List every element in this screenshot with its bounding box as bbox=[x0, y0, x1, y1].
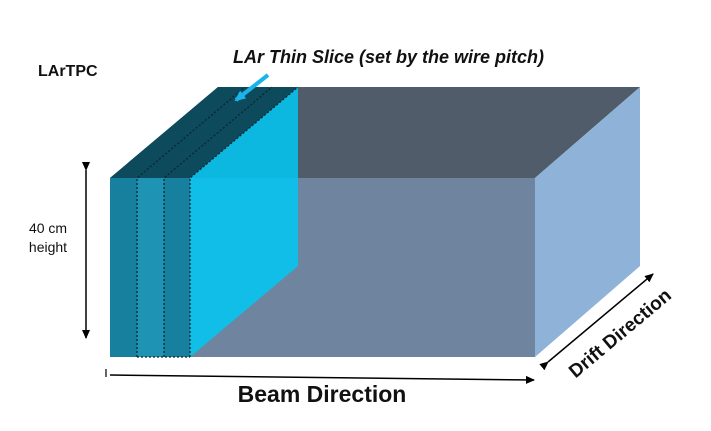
height-label-line2: height bbox=[29, 239, 67, 255]
beam-label: Beam Direction bbox=[238, 381, 407, 407]
wire-plane-2 bbox=[163, 86, 273, 357]
slice-top-face bbox=[110, 87, 298, 178]
slice-label: LAr Thin Slice (set by the wire pitch) bbox=[233, 47, 544, 67]
wire-plane-outlines bbox=[136, 86, 299, 358]
drift-arrow bbox=[539, 273, 654, 371]
beam-arrow bbox=[109, 374, 535, 384]
wire-plane-3 bbox=[189, 86, 299, 357]
wire-plane-1 bbox=[136, 86, 246, 357]
slice-middle-strip bbox=[137, 178, 164, 357]
slice-side-face bbox=[190, 87, 298, 357]
height-label-line1: 40 cm bbox=[29, 220, 67, 236]
title-label: LArTPC bbox=[38, 63, 98, 80]
slice-pointer-arrow bbox=[234, 73, 270, 102]
